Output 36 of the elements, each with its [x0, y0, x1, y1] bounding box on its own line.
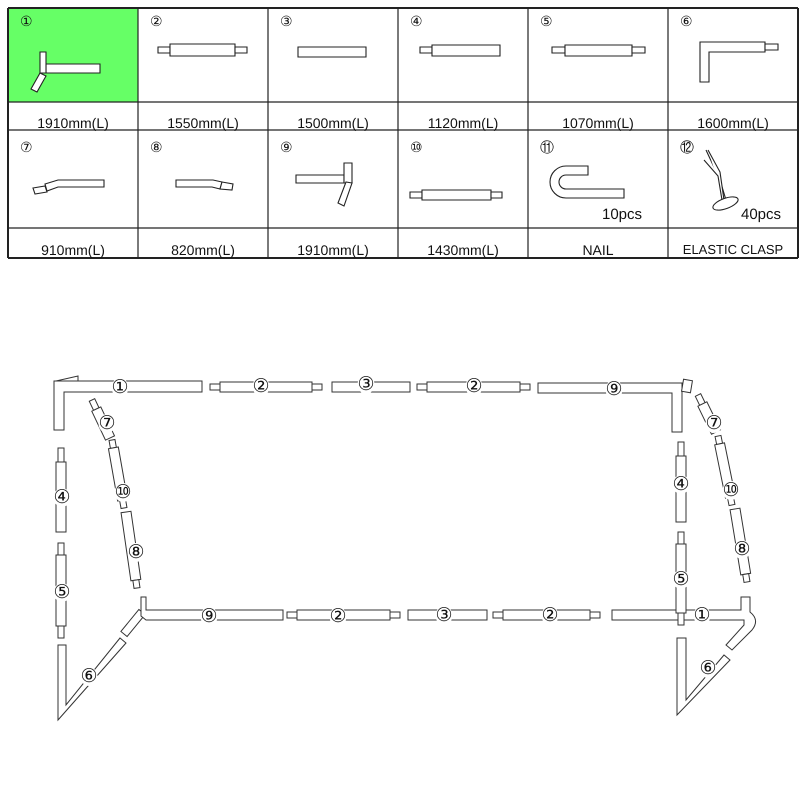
part-number: ⑤ [540, 14, 553, 28]
part-name: NAIL [582, 243, 614, 257]
length-label: 820mm(L) [171, 243, 235, 257]
part-number: ⑪ [540, 140, 554, 154]
part-number: ⑥ [680, 14, 693, 28]
callout-number: ⑥ [80, 667, 98, 686]
length-label: 1120mm(L) [428, 116, 498, 130]
callout-number: ⑤ [54, 583, 70, 602]
length-label: 1910mm(L) [297, 243, 369, 257]
quantity-label: 10pcs [602, 207, 642, 222]
length-label: 910mm(L) [41, 243, 105, 257]
length-label: 1070mm(L) [562, 116, 634, 130]
part-name: ELASTIC CLASP [682, 243, 784, 256]
callout-number: ⑤ [672, 570, 690, 589]
part-number: ⑧ [150, 140, 163, 154]
length-label: 1910mm(L) [37, 116, 109, 130]
callout-number: ⑥ [700, 659, 716, 678]
callout-number: ⑦ [98, 414, 116, 433]
part-number: ⑫ [680, 140, 694, 154]
length-label: 1500mm(L) [297, 116, 369, 130]
quantity-label: 40pcs [741, 207, 782, 222]
length-label: 1550mm(L) [167, 116, 239, 130]
callout-number: ④ [672, 475, 690, 494]
part-number: ⑩ [410, 140, 423, 154]
part-number: ⑨ [280, 140, 293, 154]
length-label: 1430mm(L) [427, 243, 499, 257]
part-number: ③ [280, 14, 293, 28]
callout-number: ④ [54, 488, 70, 507]
part-number: ④ [410, 14, 423, 28]
callout-number: ⑧ [734, 540, 750, 559]
length-label: 1600mm(L) [697, 116, 769, 130]
part-number: ② [150, 14, 163, 28]
callout-number: ③ [358, 375, 374, 394]
part-number: ① [20, 14, 33, 28]
callout-number: ⑧ [128, 543, 144, 562]
part-number: ⑦ [20, 140, 33, 154]
